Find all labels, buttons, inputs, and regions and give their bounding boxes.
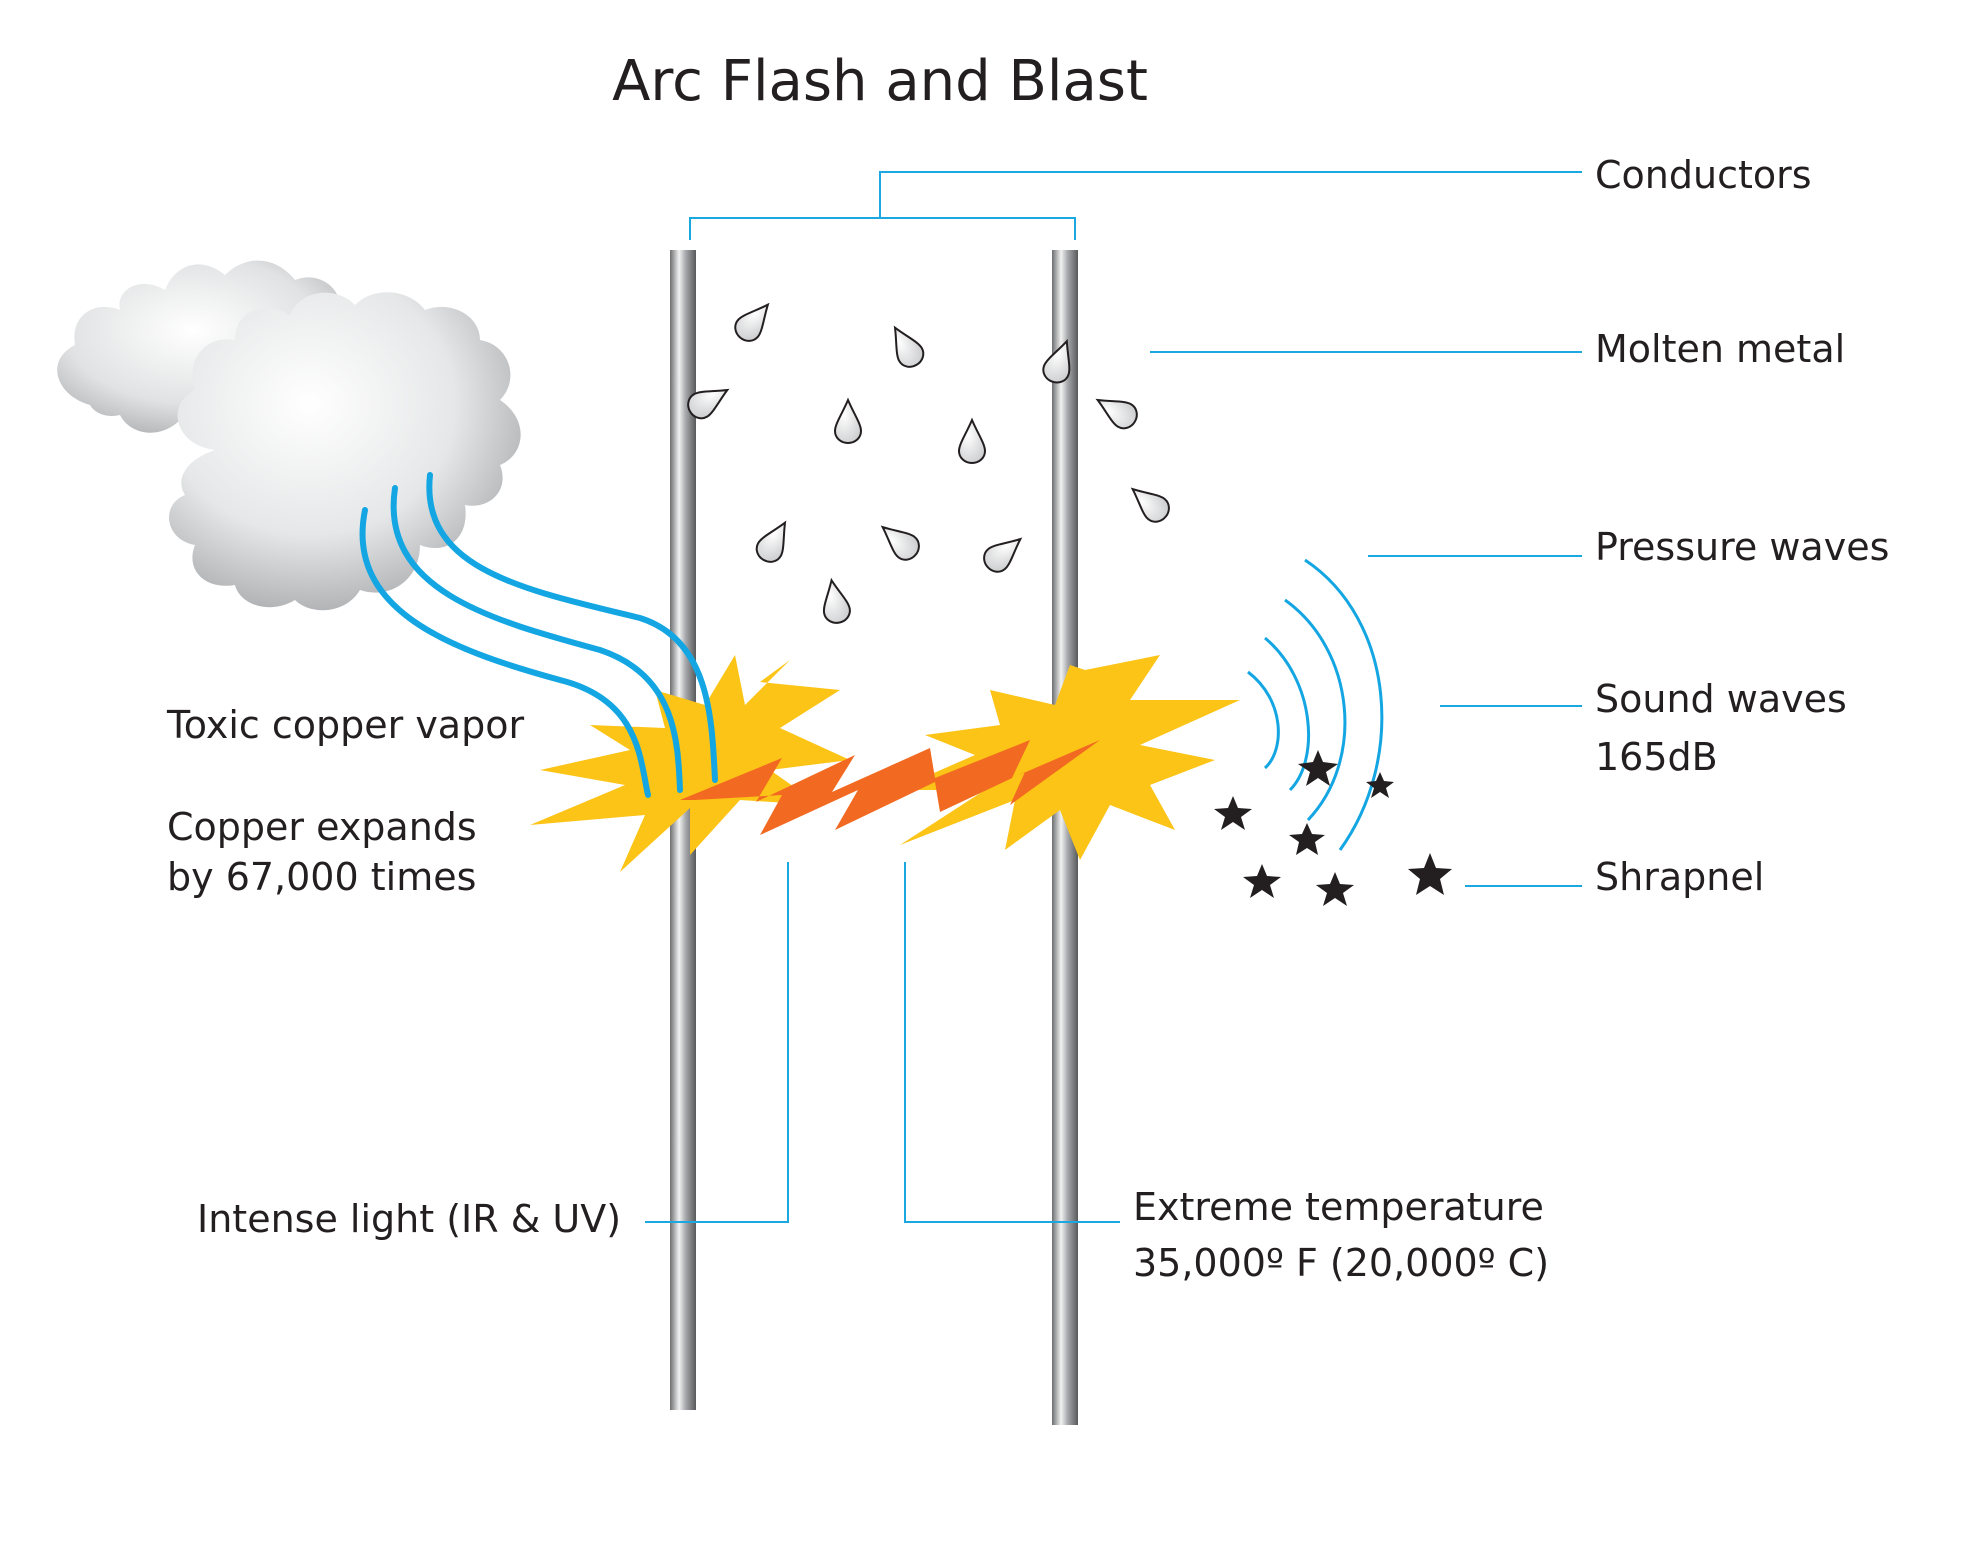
diagram-title: Arc Flash and Blast [612, 49, 1148, 114]
label-shrapnel: Shrapnel [1595, 855, 1764, 899]
extreme-temp-leader [904, 862, 1120, 1223]
label-sound-waves: Sound waves [1595, 677, 1847, 721]
flash-burst-left [530, 655, 850, 872]
leader-lines [645, 171, 1582, 1223]
label-intense-light: Intense light (IR & UV) [197, 1197, 621, 1241]
label-extreme-temperature: Extreme temperature [1133, 1185, 1544, 1229]
label-toxic-vapor: Toxic copper vapor [166, 703, 524, 747]
conductors-leader [689, 217, 1076, 240]
label-temperature-value: 35,000º F (20,000º C) [1133, 1241, 1549, 1285]
shrapnel-stars [1214, 750, 1452, 906]
label-molten-metal: Molten metal [1595, 327, 1845, 371]
molten-metal-droplets [682, 295, 1175, 626]
label-sound-db: 165dB [1595, 735, 1718, 779]
intense-light-leader [645, 862, 789, 1223]
label-copper-expands: Copper expands [167, 805, 477, 849]
label-pressure-waves: Pressure waves [1595, 525, 1889, 569]
vapor-lines [359, 472, 718, 798]
label-copper-expands-amount: by 67,000 times [167, 855, 476, 899]
label-conductors: Conductors [1595, 153, 1812, 197]
electric-arc [680, 740, 1100, 835]
toxic-vapor-cloud [57, 260, 521, 611]
pressure-waves [1247, 558, 1384, 851]
